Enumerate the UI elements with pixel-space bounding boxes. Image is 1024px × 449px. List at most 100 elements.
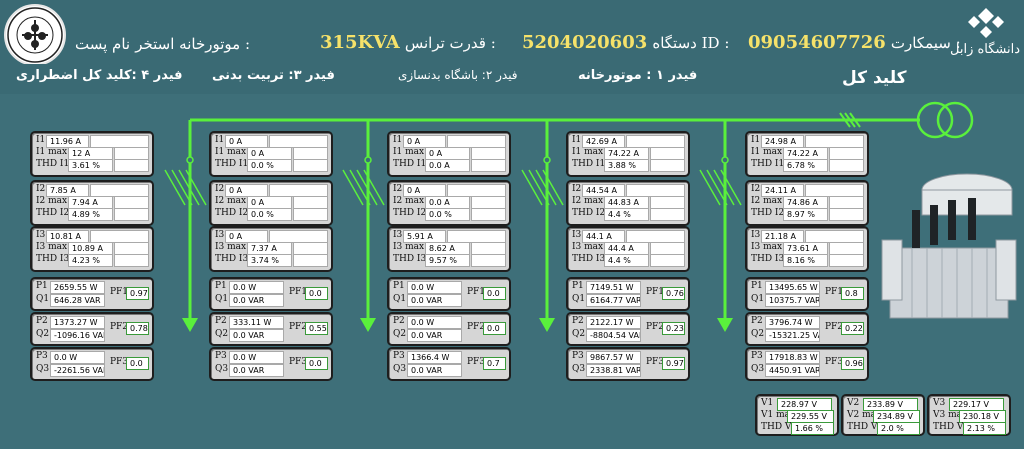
pf3-value: 0.0 bbox=[305, 357, 328, 370]
thd1-label: THD I1 bbox=[751, 159, 785, 169]
q1-label: Q1 bbox=[215, 294, 229, 304]
voltage-box-v3: V3 229.17 V V3 max 230.18 V THD V3 2.13 … bbox=[927, 394, 1011, 436]
i1max-label: I1 max bbox=[751, 147, 783, 157]
i2-label: I2 bbox=[393, 184, 403, 194]
thd3-bar bbox=[829, 254, 864, 267]
q2-label: Q2 bbox=[393, 329, 407, 339]
post-label: نام پست : bbox=[75, 35, 251, 53]
feeder-3-label: فیدر ۳: تربیت بدنی bbox=[212, 68, 335, 83]
i2max-label: I2 max bbox=[393, 196, 425, 206]
pf2-label: PF2 bbox=[825, 322, 844, 332]
pf1-value: 0.97 bbox=[126, 287, 149, 300]
p3-value: 0.0 W bbox=[229, 351, 284, 364]
thd3-value: 4.4 % bbox=[604, 254, 649, 267]
i2max-label: I2 max bbox=[36, 196, 68, 206]
p2-value: 2122.17 W bbox=[586, 316, 641, 329]
q1-label: Q1 bbox=[393, 294, 407, 304]
i1max-label: I1 max bbox=[36, 147, 68, 157]
q1-value: 6164.77 VAR bbox=[586, 294, 641, 307]
v1max-label: V1 max bbox=[761, 410, 796, 420]
i1-value: 0 A bbox=[403, 135, 446, 148]
p1-value: 0.0 W bbox=[407, 281, 462, 294]
i1-value: 11.96 A bbox=[46, 135, 89, 148]
p3-value: 1366.4 W bbox=[407, 351, 462, 364]
thd1-bar bbox=[293, 159, 328, 172]
i2-label: I2 bbox=[751, 184, 761, 194]
v1-label: V1 bbox=[761, 398, 774, 408]
p1-value: 7149.51 W bbox=[586, 281, 641, 294]
pf2-label: PF2 bbox=[110, 322, 129, 332]
device-value: 5204020603 bbox=[522, 32, 648, 53]
i2-value: 44.54 A bbox=[582, 184, 625, 197]
device-label: دستگاه ID : bbox=[652, 34, 730, 52]
thd2-label: THD I2 bbox=[215, 208, 249, 218]
organization-logo bbox=[4, 4, 66, 66]
i3-label: I3 bbox=[751, 230, 761, 240]
i3max-label: I3 max bbox=[393, 242, 425, 252]
i3max-label: I3 max bbox=[572, 242, 604, 252]
i2max-label: I2 max bbox=[751, 196, 783, 206]
thd3-bar bbox=[471, 254, 506, 267]
i3max-label: I3 max bbox=[215, 242, 247, 252]
thd3-bar bbox=[650, 254, 685, 267]
v2-label: V2 bbox=[847, 398, 860, 408]
i2-value: 24.11 A bbox=[761, 184, 804, 197]
thd3-label: THD I3 bbox=[215, 254, 249, 264]
thdv3-label: THD V3 bbox=[933, 422, 970, 432]
q3-value: 0.0 VAR bbox=[229, 364, 284, 377]
main-switch-label: کلید کل bbox=[842, 68, 907, 88]
thd2-label: THD I2 bbox=[572, 208, 606, 218]
simcard: 09054607726 سیمکارت : bbox=[748, 32, 961, 53]
i3-value: 44.1 A bbox=[582, 230, 625, 243]
i2max-label: I2 max bbox=[215, 196, 247, 206]
feeder-1-label: فیدر ۱ : موتورخانه bbox=[578, 68, 698, 83]
i3-value: 21.18 A bbox=[761, 230, 804, 243]
p2-label: P2 bbox=[215, 316, 227, 326]
pf1-value: 0.76 bbox=[662, 287, 685, 300]
p1-value: 13495.65 W bbox=[765, 281, 820, 294]
p1-value: 2659.55 W bbox=[50, 281, 105, 294]
pf1-value: 0.0 bbox=[305, 287, 328, 300]
q3-value: 4450.91 VAR bbox=[765, 364, 820, 377]
simcard-label: سیمکارت : bbox=[890, 34, 961, 52]
p1-label: P1 bbox=[393, 281, 405, 291]
thd2-bar bbox=[114, 208, 149, 221]
i1-label: I1 bbox=[572, 135, 582, 145]
thd2-bar bbox=[650, 208, 685, 221]
i3-label: I3 bbox=[393, 230, 403, 240]
pf2-value: 0.55 bbox=[305, 322, 328, 335]
p1-value: 0.0 W bbox=[229, 281, 284, 294]
q2-value: -15321.25 VAR bbox=[765, 329, 820, 342]
p3-value: 17918.83 W bbox=[765, 351, 820, 364]
thd2-value: 4.89 % bbox=[68, 208, 113, 221]
q1-value: 10375.7 VAR bbox=[765, 294, 820, 307]
q2-label: Q2 bbox=[215, 329, 229, 339]
thd2-label: THD I2 bbox=[36, 208, 70, 218]
p2-value: 0.0 W bbox=[407, 316, 462, 329]
i2-label: I2 bbox=[572, 184, 582, 194]
voltage-box-v1: V1 228.97 V V1 max 229.55 V THD V1 1.66 … bbox=[755, 394, 839, 436]
thd1-bar bbox=[650, 159, 685, 172]
post-value: موتورخانه استخر bbox=[135, 35, 241, 53]
i2-value: 0 A bbox=[403, 184, 446, 197]
i2max-label: I2 max bbox=[572, 196, 604, 206]
pf2-label: PF2 bbox=[646, 322, 665, 332]
